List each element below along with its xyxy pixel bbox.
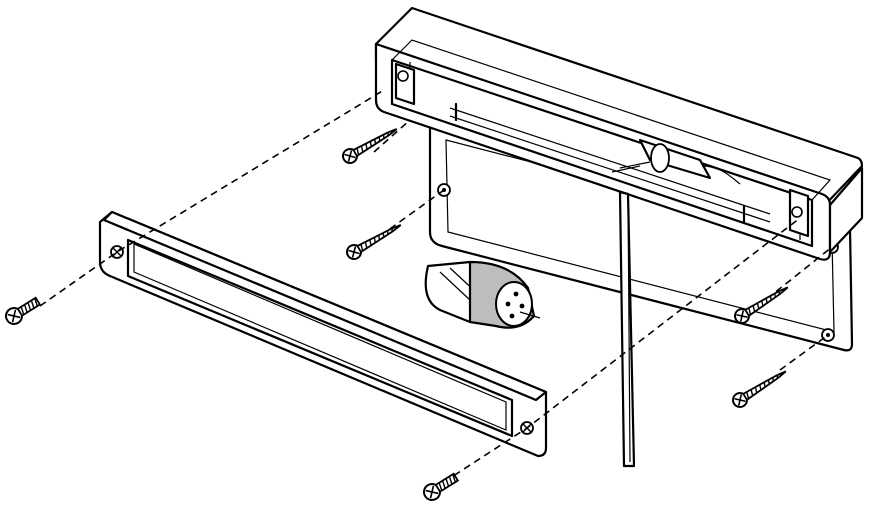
panhead-screw	[419, 469, 461, 505]
panhead-screw	[1, 293, 43, 329]
front-bezel-frame	[98, 210, 548, 458]
enclosure-housing	[374, 6, 864, 352]
connector-plug	[424, 260, 541, 329]
cable-tie	[618, 190, 636, 468]
wood-screw	[729, 364, 791, 411]
wood-screw	[339, 121, 402, 167]
